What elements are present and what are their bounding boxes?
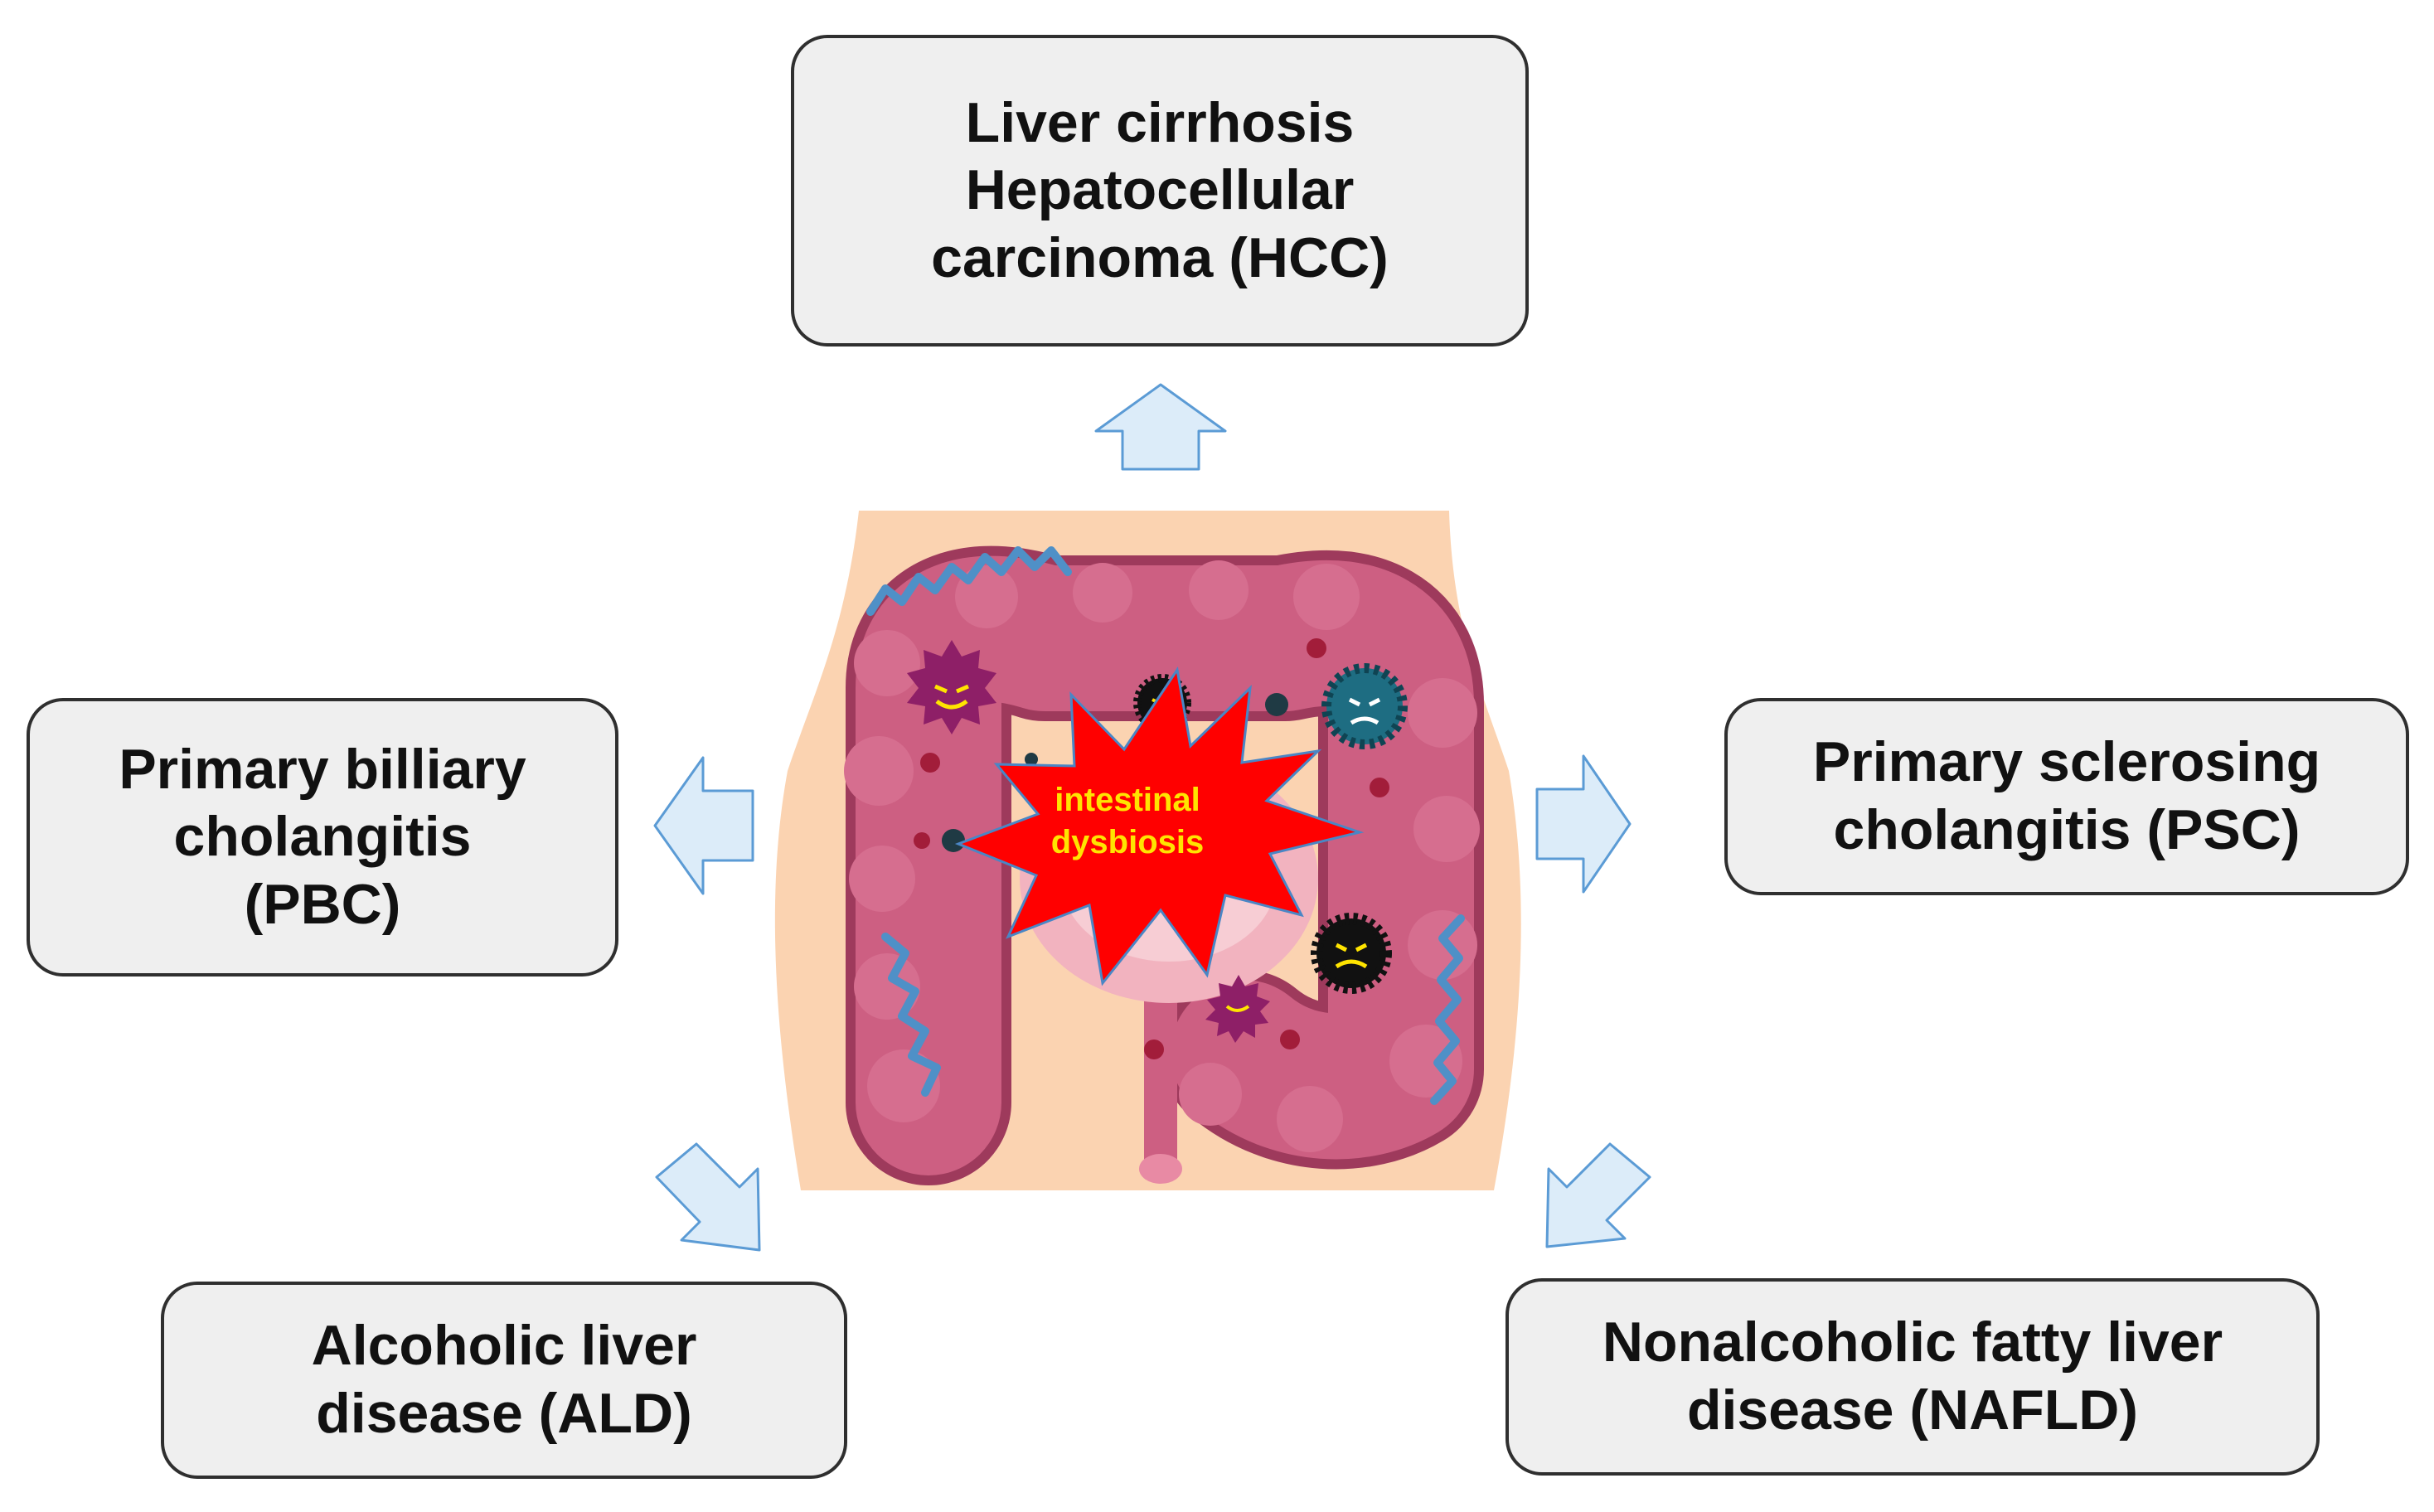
outcome-line: carcinoma (HCC) [931, 225, 1389, 289]
bacteria-dots [914, 638, 1389, 1059]
outcome-line: Nonalcoholic fatty liver [1602, 1311, 2223, 1374]
outcome-box-pbc: Primary billiary cholangitis (PBC) [27, 698, 618, 976]
outcome-box-hcc: Liver cirrhosis Hepatocellular carcinoma… [791, 35, 1529, 346]
outcome-line: (PBC) [244, 872, 401, 936]
diagonal-arrow-icon-right [1545, 1142, 1651, 1248]
wavy-bacteria-icon [866, 546, 1465, 1105]
burst-label-line-2: dysbiosis [1050, 824, 1205, 861]
outcome-box-psc: Primary sclerosing cholangitis (PSC) [1724, 698, 2409, 895]
up-arrow-icon [1094, 383, 1227, 471]
bacteria-icon [907, 640, 996, 734]
burst-label-line-1: intestinal [1055, 782, 1200, 818]
spore-dots [942, 693, 1288, 852]
outcome-line: Primary sclerosing [1812, 730, 2321, 794]
outcome-line: Alcoholic liver [311, 1314, 697, 1378]
right-arrow-icon [1535, 754, 1632, 894]
outcome-box-ald: Alcoholic liver disease (ALD) [161, 1282, 847, 1479]
left-arrow-icon [653, 756, 754, 895]
outcome-line: Primary billiary [119, 737, 526, 801]
burst-label: intestinal dysbiosis [987, 779, 1268, 864]
burst-icon [954, 666, 1365, 986]
outcome-box-nafld: Nonalcoholic fatty liver disease (NAFLD) [1505, 1278, 2320, 1476]
bacteria-icon-small [1205, 975, 1270, 1043]
diagonal-arrow-icon-left [655, 1142, 761, 1252]
virus-icon-large [1311, 913, 1392, 994]
outcome-line: Hepatocellular [965, 158, 1355, 222]
outcome-line: Liver cirrhosis [965, 90, 1355, 154]
virus-icon [1321, 663, 1408, 749]
outcome-line: disease (NAFLD) [1686, 1379, 2139, 1442]
outcome-line: disease (ALD) [316, 1382, 692, 1445]
outcome-line: cholangitis [173, 805, 472, 869]
outcome-line: cholangitis (PSC) [1833, 798, 2301, 861]
